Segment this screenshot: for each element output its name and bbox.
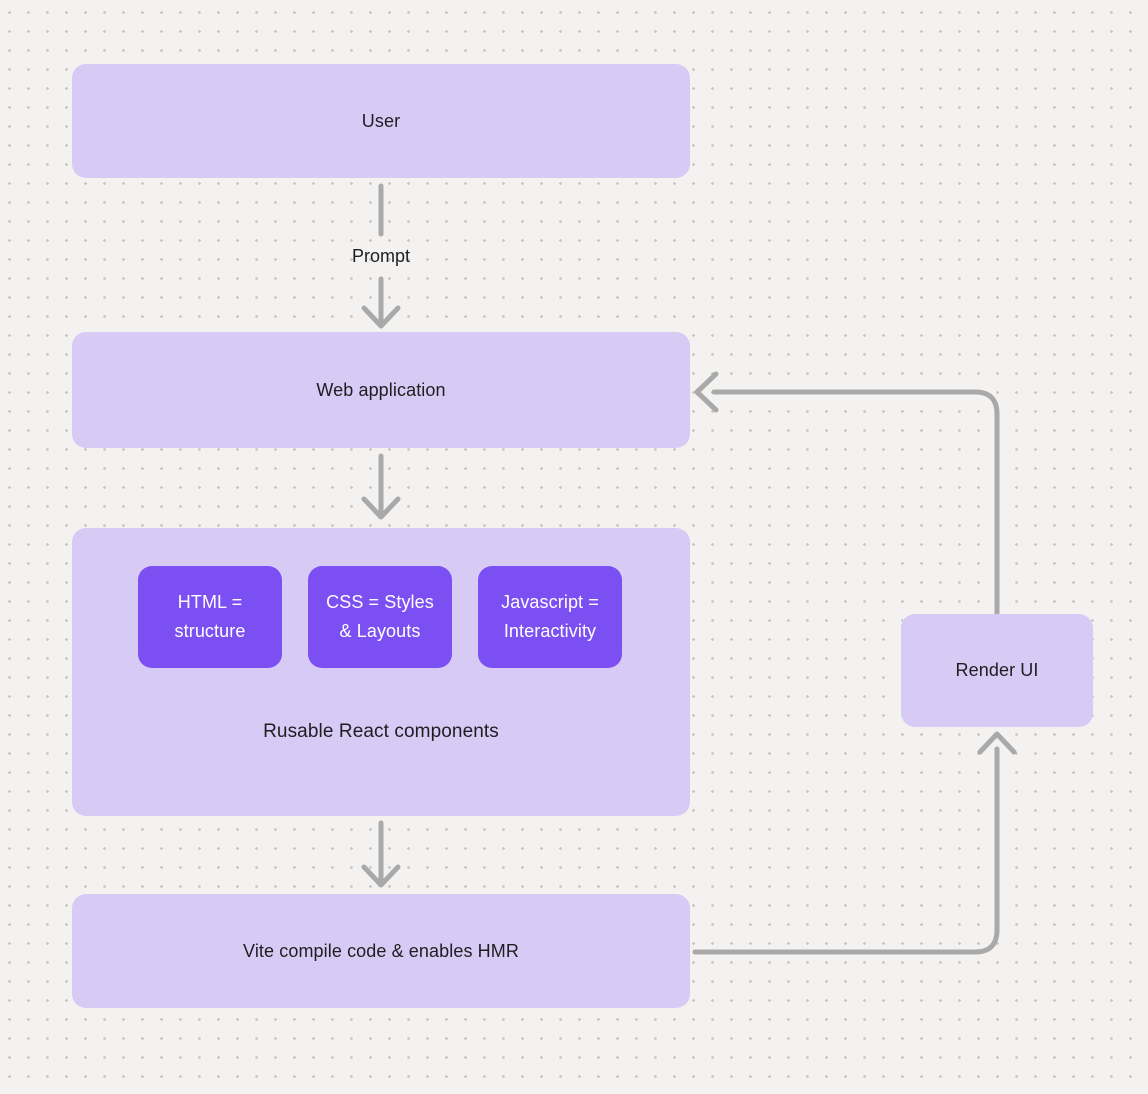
arrowhead-components-icon <box>361 496 401 520</box>
arrowhead-vite-icon <box>361 864 401 888</box>
edge-label-prompt: Prompt <box>351 246 411 266</box>
node-render-ui-label: Render UI <box>955 660 1039 680</box>
arrowhead-webapp-return-icon <box>694 371 719 413</box>
node-web-application[interactable]: Web application <box>72 332 690 448</box>
node-vite[interactable]: Vite compile code & enables HMR <box>72 894 690 1008</box>
node-vite-label: Vite compile code & enables HMR <box>243 940 519 961</box>
chip-css-line2: & Layouts <box>339 621 421 641</box>
arrowhead-webapp-icon <box>361 305 401 329</box>
edge-vite-to-renderui <box>692 746 1000 955</box>
chip-css-line1: CSS = Styles <box>326 592 434 612</box>
node-render-ui[interactable]: Render UI <box>901 614 1093 727</box>
chip-javascript[interactable]: Javascript = Interactivity <box>478 566 622 668</box>
edge-renderui-to-webapp <box>711 389 1000 617</box>
node-user-label: User <box>361 110 401 131</box>
chip-javascript-line2: Interactivity <box>503 621 597 641</box>
node-web-application-label: Web application <box>316 379 446 400</box>
arrowhead-renderui-icon <box>977 731 1017 755</box>
chip-html[interactable]: HTML = structure <box>138 566 282 668</box>
chip-css[interactable]: CSS = Styles & Layouts <box>308 566 452 668</box>
node-user[interactable]: User <box>72 64 690 178</box>
node-components-group[interactable]: HTML = structure CSS = Styles & Layouts … <box>72 528 690 816</box>
chip-html-line2: structure <box>174 621 246 641</box>
chip-javascript-line1: Javascript = <box>501 592 599 612</box>
chip-html-line1: HTML = <box>177 592 243 612</box>
components-group-caption: Rusable React components <box>263 721 499 742</box>
